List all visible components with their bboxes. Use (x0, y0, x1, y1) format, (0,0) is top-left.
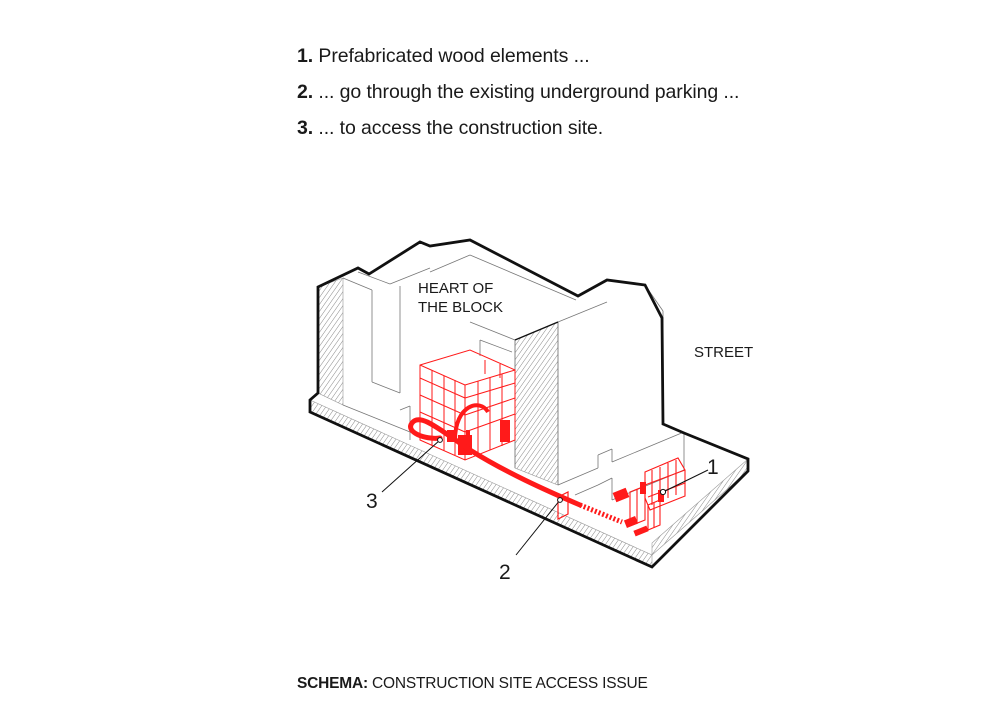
heart-label-line-1: HEART OF (418, 280, 493, 297)
prefab-elements (629, 457, 686, 531)
left-building-face (317, 277, 344, 406)
callout-leaders (381, 437, 709, 556)
step-1-text: Prefabricated wood elements ... (318, 45, 590, 67)
parking-gate (557, 491, 569, 520)
heart-label-line-2: THE BLOCK (418, 299, 503, 316)
step-2-number: 2. (297, 81, 314, 103)
step-1-number: 1. (297, 45, 314, 67)
step-2-text: ... go through the existing underground … (318, 81, 740, 103)
access-path-dashed (579, 502, 623, 525)
step-3-number: 3. (297, 117, 314, 139)
step-3-text: ... to access the construction site. (318, 117, 604, 139)
step-2: 2. ... go through the existing undergrou… (297, 74, 739, 110)
caption-bold: SCHEMA: (297, 675, 368, 692)
caption-text: CONSTRUCTION SITE ACCESS ISSUE (367, 675, 648, 692)
caption: SCHEMA: CONSTRUCTION SITE ACCESS ISSUE (297, 675, 648, 693)
block-outline (308, 238, 750, 569)
steps-list: 1. Prefabricated wood elements ... 2. ..… (297, 38, 739, 146)
street-label: STREET (694, 344, 753, 361)
building-edge-lines (317, 287, 559, 393)
prefab-bars (612, 482, 664, 537)
step-3: 3. ... to access the construction site. (297, 110, 739, 146)
tall-building-face (514, 321, 559, 486)
step-1: 1. Prefabricated wood elements ... (297, 38, 739, 74)
building-detail-lines (342, 254, 685, 501)
access-path (408, 417, 583, 508)
callout-2: 2 (499, 561, 511, 584)
callout-1: 1 (707, 456, 719, 479)
callout-3: 3 (366, 490, 378, 513)
